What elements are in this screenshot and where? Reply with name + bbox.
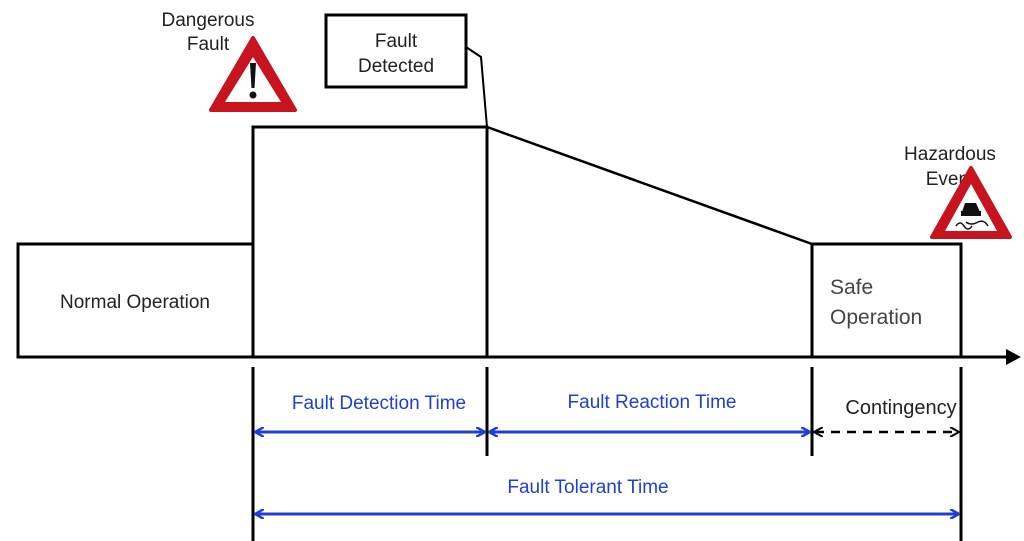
dangerous-fault-label-2: Fault bbox=[187, 34, 230, 55]
fault-tolerant-time-label: Fault Tolerant Time bbox=[507, 477, 668, 498]
warning-exclamation-icon bbox=[209, 36, 297, 112]
fault-detection-time-label: Fault Detection Time bbox=[292, 393, 466, 414]
degradation-slope bbox=[486, 125, 813, 246]
safe-operation-box bbox=[810, 242, 963, 359]
safe-operation-label-2: Operation bbox=[830, 306, 922, 329]
fault-reaction-time-label: Fault Reaction Time bbox=[568, 392, 737, 413]
slippery-road-icon bbox=[930, 166, 1012, 239]
time-markers bbox=[251, 367, 963, 541]
fault-detected-callout bbox=[324, 13, 468, 89]
hazardous-event-label: Hazardous bbox=[904, 144, 996, 165]
dangerous-fault-label: Dangerous bbox=[162, 10, 255, 31]
fault-detected-label-2: Detected bbox=[358, 56, 434, 77]
callout-connector bbox=[465, 46, 488, 128]
safe-operation-label: Safe bbox=[830, 276, 873, 299]
fault-state-box bbox=[251, 125, 489, 359]
normal-operation-label: Normal Operation bbox=[60, 292, 210, 313]
fault-detected-label: Fault bbox=[375, 31, 418, 52]
contingency-label: Contingency bbox=[845, 397, 956, 419]
